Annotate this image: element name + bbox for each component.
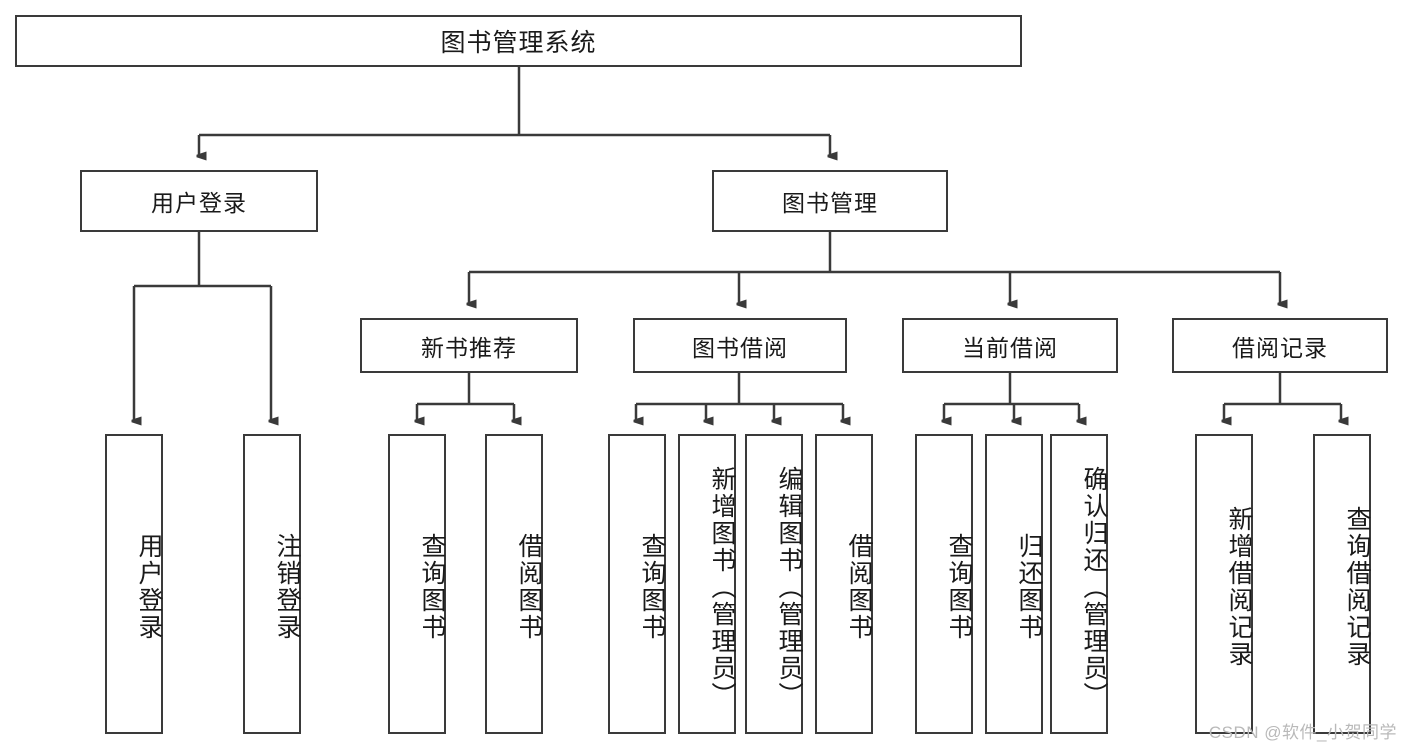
leaf-query-borrow-record[interactable]: 查询借阅记录 [1313, 434, 1371, 734]
leaf-confirm-return-admin[interactable]: 确认归还（管理员） [1050, 434, 1108, 734]
leaf-edit-book-admin[interactable]: 编辑图书（管理员） [745, 434, 803, 734]
node-label: 图书管理 [782, 184, 878, 218]
node-root-system[interactable]: 图书管理系统 [15, 15, 1022, 67]
leaf-return-book[interactable]: 归还图书 [985, 434, 1043, 734]
node-label: 图书借阅 [692, 329, 788, 363]
node-label: 归还图书 [1016, 533, 1041, 641]
leaf-query-book-recommend[interactable]: 查询图书 [388, 434, 446, 734]
node-label: 查询图书 [946, 533, 971, 641]
node-label: 查询图书 [639, 533, 664, 641]
node-label: 新增借阅记录 [1226, 506, 1251, 668]
leaf-add-borrow-record[interactable]: 新增借阅记录 [1195, 434, 1253, 734]
node-label: 注销登录 [274, 533, 299, 641]
leaf-user-login[interactable]: 用户登录 [105, 434, 163, 734]
node-label: 图书管理系统 [440, 23, 596, 59]
node-user-login[interactable]: 用户登录 [80, 170, 318, 232]
leaf-query-book-borrow[interactable]: 查询图书 [608, 434, 666, 734]
node-label: 借阅记录 [1232, 329, 1328, 363]
node-book-borrow[interactable]: 图书借阅 [633, 318, 847, 373]
node-label: 当前借阅 [962, 329, 1058, 363]
node-label: 新增图书（管理员） [709, 466, 734, 709]
csdn-watermark: CSDN @软件_小贺同学 [1209, 718, 1397, 743]
node-label: 借阅图书 [516, 533, 541, 641]
node-label: 用户登录 [136, 533, 161, 641]
leaf-query-book-current[interactable]: 查询图书 [915, 434, 973, 734]
node-current-borrow[interactable]: 当前借阅 [902, 318, 1118, 373]
node-label: 确认归还（管理员） [1081, 466, 1106, 709]
node-label: 新书推荐 [421, 329, 517, 363]
leaf-borrow-book-recommend[interactable]: 借阅图书 [485, 434, 543, 734]
node-label: 借阅图书 [846, 533, 871, 641]
node-label: 查询图书 [419, 533, 444, 641]
node-label: 用户登录 [151, 184, 247, 218]
leaf-add-book-admin[interactable]: 新增图书（管理员） [678, 434, 736, 734]
leaf-borrow-book[interactable]: 借阅图书 [815, 434, 873, 734]
node-borrow-record[interactable]: 借阅记录 [1172, 318, 1388, 373]
node-book-management[interactable]: 图书管理 [712, 170, 948, 232]
node-new-book-recommend[interactable]: 新书推荐 [360, 318, 578, 373]
node-label: 编辑图书（管理员） [776, 466, 801, 709]
node-label: 查询借阅记录 [1344, 506, 1369, 668]
leaf-logout[interactable]: 注销登录 [243, 434, 301, 734]
